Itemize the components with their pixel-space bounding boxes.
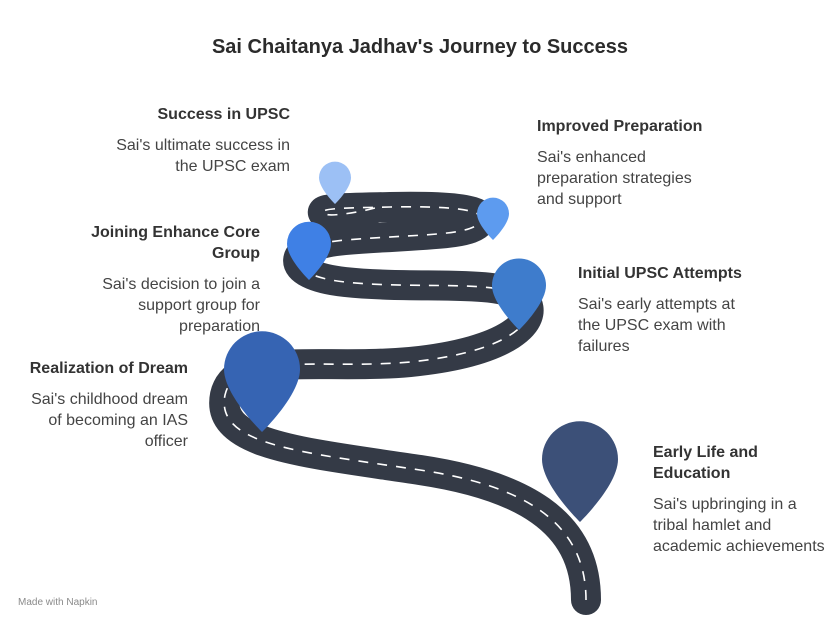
milestone-initial-heading: Initial UPSC Attempts bbox=[578, 265, 742, 282]
milestone-joining-description: Sai's decision to join a support group f… bbox=[102, 276, 260, 335]
pin-success-icon bbox=[319, 161, 351, 204]
milestone-early: Early Life and Education Sai's upbringin… bbox=[653, 442, 828, 557]
napkin-watermark: Made with Napkin bbox=[18, 597, 98, 608]
road-center-line bbox=[223, 206, 587, 601]
milestone-improved: Improved Preparation Sai's enhanced prep… bbox=[537, 116, 717, 210]
milestone-improved-description: Sai's enhanced preparation strategies an… bbox=[537, 149, 692, 208]
milestone-success-description: Sai's ultimate success in the UPSC exam bbox=[116, 137, 290, 175]
milestone-realization-description: Sai's childhood dream of becoming an IAS… bbox=[31, 391, 188, 450]
milestone-success-heading: Success in UPSC bbox=[157, 106, 291, 123]
pin-joining-icon bbox=[287, 221, 331, 280]
pin-early-icon bbox=[542, 421, 618, 522]
milestone-early-heading: Early Life and Education bbox=[653, 444, 758, 482]
milestone-realization-heading: Realization of Dream bbox=[29, 360, 188, 377]
pin-initial-icon bbox=[492, 258, 546, 330]
milestone-initial: Initial UPSC Attempts Sai's early attemp… bbox=[578, 263, 758, 357]
milestone-initial-description: Sai's early attempts at the UPSC exam wi… bbox=[578, 296, 735, 355]
pin-realization-icon bbox=[224, 331, 300, 432]
pin-improved-icon bbox=[477, 197, 509, 240]
milestone-improved-heading: Improved Preparation bbox=[537, 118, 703, 135]
milestone-success: Success in UPSC Sai's ultimate success i… bbox=[110, 104, 290, 177]
milestone-early-description: Sai's upbringing in a tribal hamlet and … bbox=[653, 496, 825, 555]
milestone-joining-heading: Joining Enhance Core Group bbox=[91, 224, 260, 262]
milestone-realization: Realization of Dream Sai's childhood dre… bbox=[20, 358, 188, 452]
page-title: Sai Chaitanya Jadhav's Journey to Succes… bbox=[211, 36, 629, 58]
milestone-joining: Joining Enhance Core Group Sai's decisio… bbox=[80, 222, 260, 337]
